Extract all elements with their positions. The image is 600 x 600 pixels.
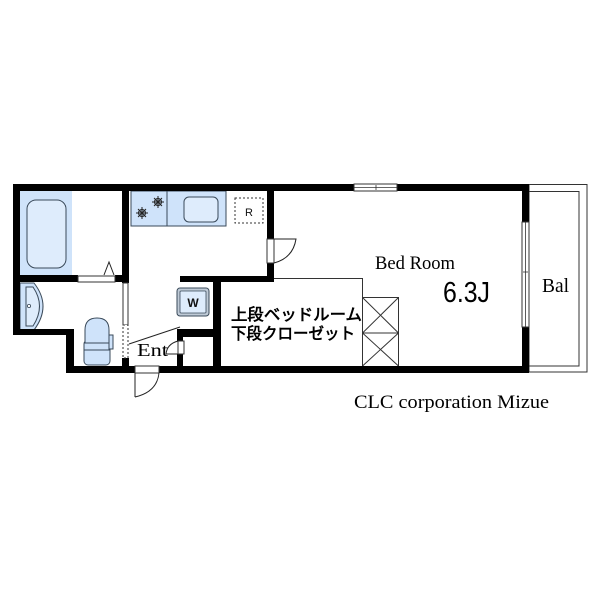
stove-burner-icon bbox=[136, 196, 164, 219]
walls bbox=[13, 184, 529, 373]
entrance-door[interactable] bbox=[134, 365, 160, 398]
toilet bbox=[83, 317, 114, 366]
washbasin bbox=[19, 282, 44, 331]
kitchen-counter bbox=[130, 190, 227, 227]
balcony-label: Bal bbox=[542, 275, 569, 297]
bathtub bbox=[20, 191, 72, 275]
bedroom-size: 6.3J bbox=[443, 277, 490, 309]
bedroom-label: Bed Room bbox=[375, 253, 455, 274]
toilet-sliding-door bbox=[122, 282, 129, 359]
washer-label: W bbox=[187, 296, 199, 310]
top-window bbox=[353, 183, 398, 192]
loft-label-lower: 下段クローゼット bbox=[231, 324, 355, 343]
sink bbox=[183, 196, 219, 223]
balcony-window bbox=[521, 221, 530, 328]
company-name: CLC corporation Mizue bbox=[354, 392, 549, 413]
bedroom-door bbox=[266, 238, 297, 264]
fridge-label: R bbox=[245, 207, 253, 219]
bathroom-sliding-door bbox=[77, 260, 116, 283]
fridge-space: R bbox=[234, 197, 264, 224]
storage-crossbox bbox=[362, 297, 399, 367]
washing-machine-space: W bbox=[176, 287, 210, 317]
genkan-step-line bbox=[128, 326, 181, 345]
entrance-label: Ent bbox=[137, 340, 168, 360]
closet-door bbox=[165, 340, 185, 355]
loft-label-upper: 上段ベッドルーム bbox=[231, 305, 362, 324]
